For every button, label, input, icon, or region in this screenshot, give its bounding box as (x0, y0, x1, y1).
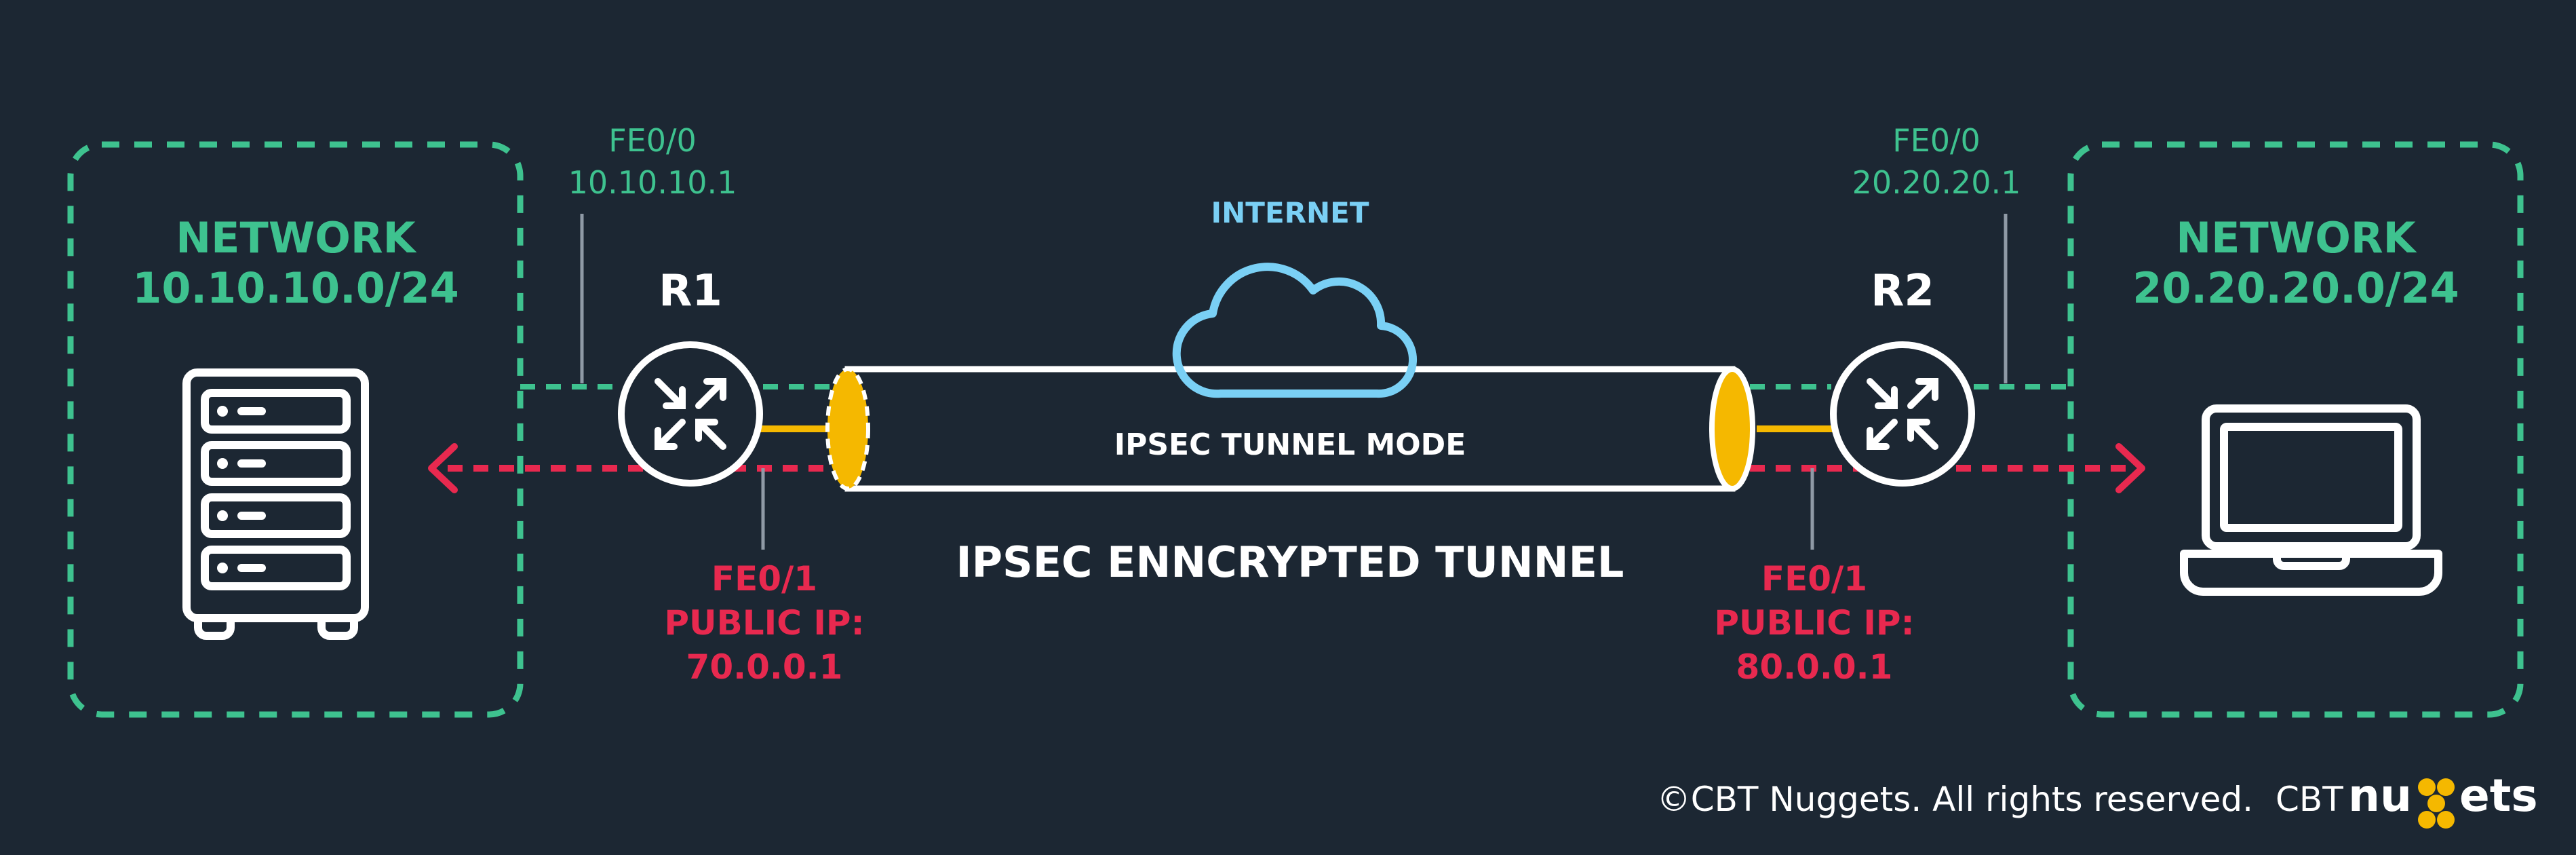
server-rack-icon (182, 368, 369, 640)
right-network-subnet: 20.20.20.0/24 (2132, 263, 2459, 313)
ipsec-tunnel: IPSEC TUNNEL MODE (825, 366, 1755, 492)
r2-public-ip: 80.0.0.1 (1736, 647, 1893, 687)
router-r1: R1 FE0/0 10.10.10.1 FE0/1 PUBLIC IP: 70.… (568, 122, 865, 687)
r1-public-ip: 70.0.0.1 (686, 647, 843, 687)
footer: ©CBT Nuggets. All rights reserved. CBT n… (1657, 770, 2538, 829)
r1-inside-interface: FE0/0 (608, 122, 697, 159)
copyright-text: ©CBT Nuggets. All rights reserved. (1657, 780, 2253, 819)
r2-outside-interface: FE0/1 (1761, 559, 1867, 598)
r1-arrows (655, 378, 726, 450)
internet-group: INTERNET (1172, 196, 1418, 398)
tunnel-right-end (1709, 366, 1755, 491)
r1-outside-interface: FE0/1 (711, 559, 817, 598)
left-network-border (67, 141, 524, 718)
router-icon (618, 341, 763, 487)
tunnel-left-end (825, 367, 870, 491)
r2-public-label: PUBLIC IP: (1714, 603, 1914, 643)
r1-public-label: PUBLIC IP: (664, 603, 864, 643)
r1-inside-ip: 10.10.10.1 (568, 164, 737, 201)
left-network-title: NETWORK (176, 213, 416, 263)
left-network-zone: NETWORK 10.10.10.0/24 (67, 141, 524, 718)
router-r2: R2 FE0/0 20.20.20.1 FE0/1 PUBLIC IP: 80.… (1714, 122, 2021, 687)
cbt-nuggets-logo: CBT nu ets (2276, 770, 2538, 829)
right-network-zone: NETWORK 20.20.20.0/24 (2067, 141, 2524, 718)
server-leds (217, 406, 266, 573)
right-network-border (2067, 141, 2524, 718)
nugget-dots-icon (2418, 778, 2455, 829)
left-arrow-head-icon (428, 443, 458, 493)
laptop-icon (2180, 404, 2442, 596)
left-network-subnet: 10.10.10.0/24 (132, 263, 459, 313)
brand-part-a: nu (2348, 770, 2412, 822)
right-arrow-head-icon (2115, 443, 2145, 493)
tunnel-mode-label: IPSEC TUNNEL MODE (1114, 428, 1466, 462)
brand-part-b: ets (2459, 770, 2538, 822)
r2-inside-interface: FE0/0 (1892, 122, 1980, 159)
r2-name: R2 (1871, 266, 1934, 316)
tunnel-caption: IPSEC ENNCRYPTED TUNNEL (956, 537, 1624, 587)
r1-name: R1 (659, 266, 722, 316)
brand-prefix: CBT (2276, 780, 2343, 819)
right-network-title: NETWORK (2176, 213, 2417, 263)
router-icon (1830, 341, 1975, 487)
cloud-icon (1172, 263, 1418, 398)
r2-inside-ip: 20.20.20.1 (1852, 164, 2021, 201)
internet-label: INTERNET (1211, 196, 1369, 229)
r2-arrows (1867, 378, 1938, 450)
